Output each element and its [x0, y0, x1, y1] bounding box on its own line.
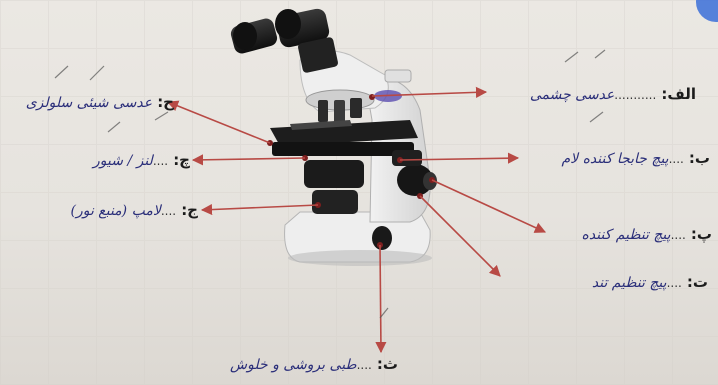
- microscope-illustration: [229, 7, 437, 266]
- label-he: ح: عدسی شیئی سلولزی: [4, 92, 174, 111]
- label-che: چ: ....لنز / شیور: [40, 150, 190, 169]
- arrow-te: [420, 196, 500, 276]
- arrow-he: [168, 102, 270, 143]
- label-pe: پ: ....پیچ تنظیم کننده: [546, 224, 712, 243]
- label-be: ب: ....پیچ جابجا کننده لام: [515, 148, 710, 167]
- arrow-che: [193, 158, 305, 160]
- eyepiece-left: [229, 17, 279, 55]
- arrow-jim: [202, 205, 318, 210]
- label-jim: ج: ....لامپ (منبع نور): [12, 200, 198, 219]
- label-se: ث: ....طبی بروشی و خلوش: [188, 354, 398, 373]
- label-alef: الف: ...........عدسی چشمی: [496, 84, 696, 103]
- label-te: ت: ....پیچ تنظیم تند: [508, 272, 708, 291]
- arrow-se: [380, 245, 381, 352]
